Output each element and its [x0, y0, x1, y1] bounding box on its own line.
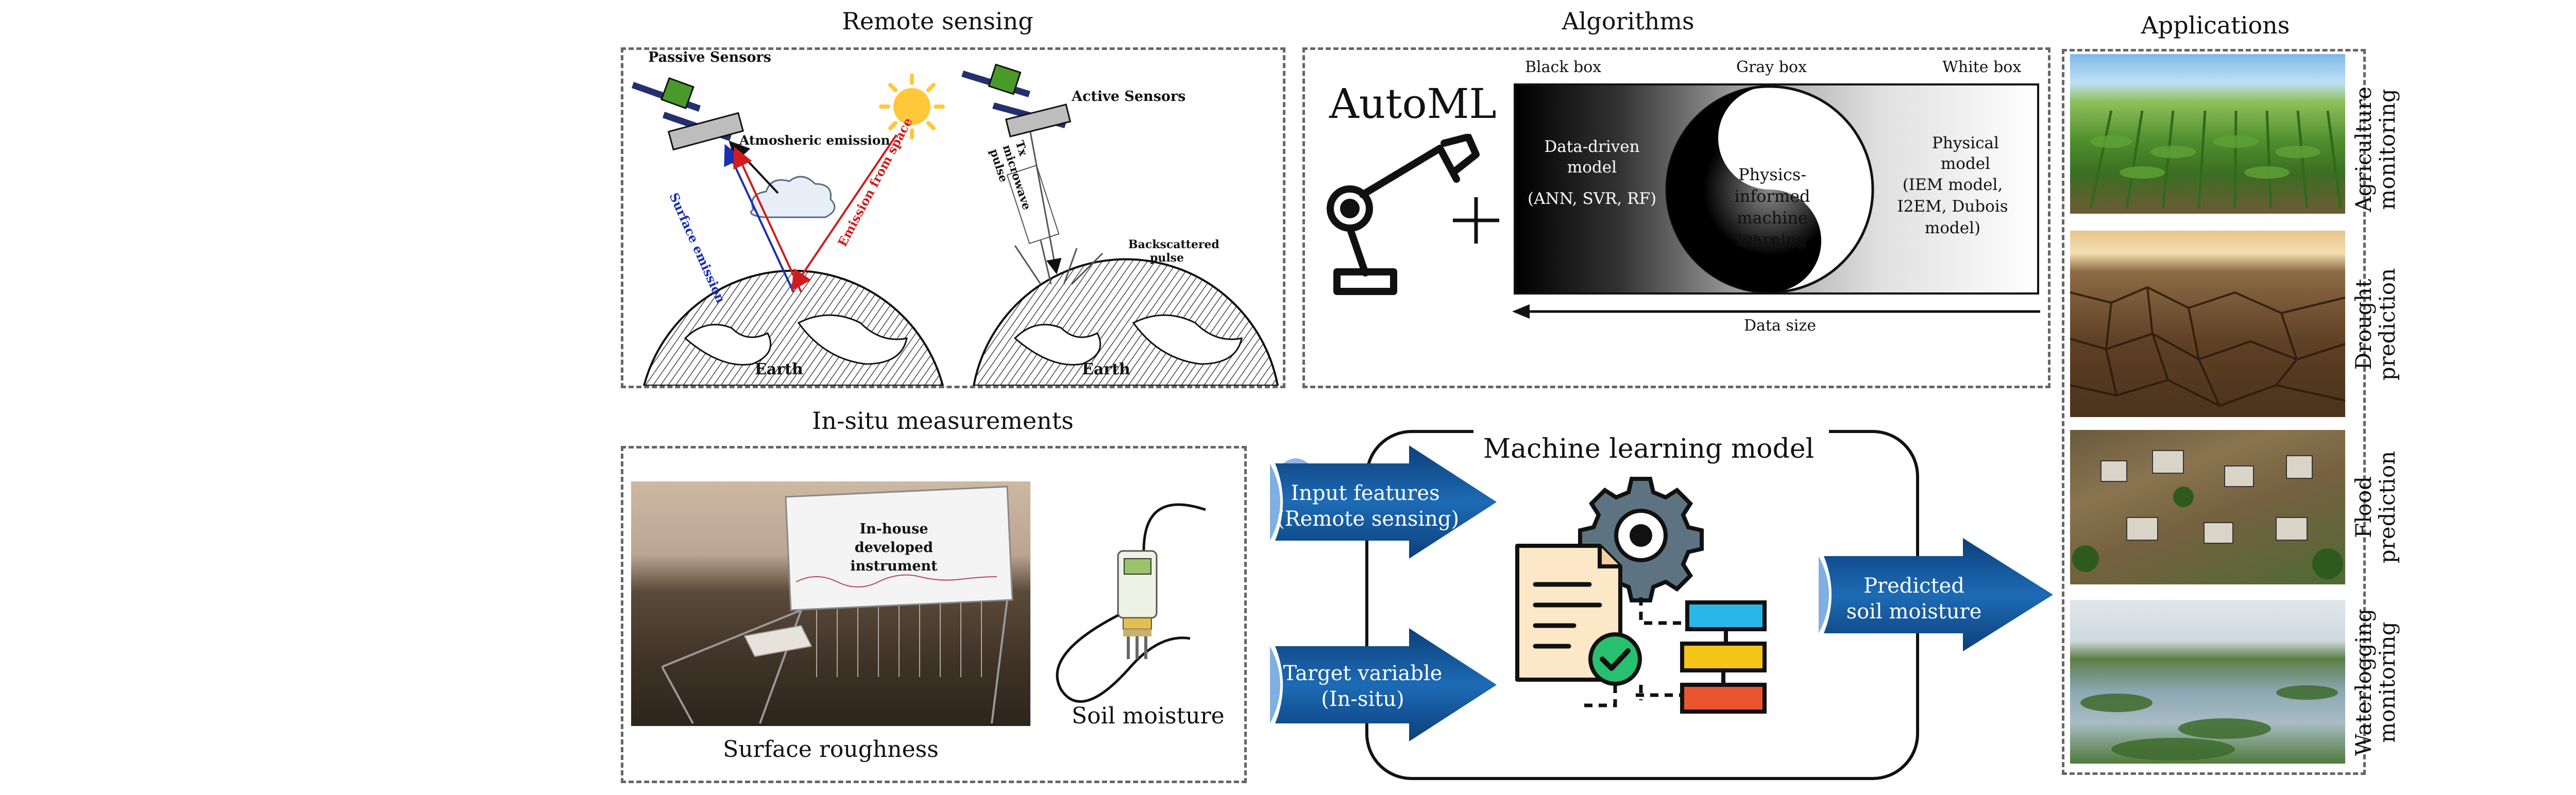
surface-roughness-label: Surface roughness	[723, 736, 939, 763]
ml-title-mask	[1473, 426, 1829, 437]
soil-moisture-probe-icon	[1056, 503, 1206, 703]
earth-right-icon	[972, 258, 1279, 386]
remote-sensing-panel	[621, 47, 1285, 388]
robot-arm-icon	[1327, 134, 1499, 295]
data-label: Data	[1747, 122, 1786, 141]
passive-satellite-icon	[632, 77, 744, 151]
data-size-arrow	[1512, 304, 2040, 319]
algorithms-panel	[1302, 47, 2050, 388]
input-features-arrow	[1270, 445, 1497, 559]
surface-emission-arrow-1	[724, 144, 794, 292]
instrument-label: In-house developed instrument	[850, 521, 938, 574]
target-variable-arrow	[1270, 628, 1497, 741]
algorithms-title: Algorithms	[1562, 7, 1694, 35]
input-features-source: (Remote sensing)	[1277, 507, 1460, 531]
tx-pulse-beam	[1006, 164, 1060, 245]
remote-sensing-illustration	[632, 63, 1279, 386]
drought-photo	[2070, 231, 2345, 417]
passive-sensors-label: Passive Sensors	[648, 49, 771, 65]
automl-label: AutoML	[1329, 80, 1497, 128]
predicted-label: Predicted	[1863, 574, 1964, 598]
process-blocks-icon	[1680, 600, 1767, 714]
backscatter-arrows	[1014, 240, 1104, 285]
insitu-title: In-situ measurements	[812, 407, 1074, 435]
earth-left-label: Earth	[755, 360, 803, 378]
remote-sensing-title: Remote sensing	[842, 7, 1033, 35]
surface-emission-arrow-2	[733, 146, 802, 292]
data-size-label: Data size	[1744, 317, 1816, 335]
active-sensors-label: Active Sensors	[1072, 89, 1186, 105]
gray-box-label: Gray box	[1736, 58, 1807, 76]
physics-label: Physics	[1741, 232, 1804, 251]
waterlogging-photo	[2070, 600, 2345, 764]
predicted-output-arrow	[1819, 538, 2053, 651]
application-label-agriculture: Agriculture monitoring	[2351, 87, 2400, 212]
applications-title: Applications	[2141, 11, 2290, 39]
target-variable-label: Target variable	[1283, 662, 1443, 685]
physical-model-label: Physical model	[1932, 134, 1999, 173]
active-satellite-icon	[961, 63, 1072, 137]
target-variable-source: (In-situ)	[1321, 687, 1404, 711]
roughness-instrument-photo	[631, 481, 1030, 726]
data-driven-label: Data-driven model	[1544, 137, 1640, 177]
insitu-panel	[621, 446, 1247, 783]
application-label-flood: Flood prediction	[2351, 451, 2400, 564]
flood-photo	[2070, 430, 2345, 584]
atmospheric-emission-label: Atmosheric emission	[739, 133, 890, 148]
soil-moisture-label: Soil moisture	[1072, 703, 1225, 729]
yin-yang-overlay	[1665, 85, 1874, 294]
instrument-frame-icon	[661, 486, 1013, 724]
flooded-houses-icon	[2072, 450, 2343, 579]
physical-model-examples: (IEM model, I2EM, Dubois model)	[1897, 176, 2008, 237]
data-driven-examples: (ANN, SVR, RF)	[1528, 189, 1657, 208]
applications-panel	[2062, 49, 2366, 775]
white-box-label: White box	[1942, 58, 2022, 76]
cracked-earth-icon	[2070, 286, 2345, 407]
ml-workflow-icon	[1515, 477, 1767, 714]
ml-title-front: Machine learning model	[1483, 434, 1815, 464]
physics-informed-label: Physics-informed machine learning	[1734, 165, 1810, 249]
input-features-label: Input features	[1291, 481, 1440, 505]
earth-right-label: Earth	[1082, 360, 1130, 378]
space-emission-arrow	[791, 134, 897, 291]
application-label-drought: Drought prediction	[2351, 268, 2400, 381]
sun-icon	[879, 74, 945, 140]
corn-rows-icon	[2089, 110, 2342, 209]
application-label-waterlogging: Waterlogging monitoring	[2351, 608, 2400, 756]
atmospheric-arrow	[728, 141, 779, 194]
backscattered-pulse-label: Backscattered pulse	[1128, 238, 1219, 265]
check-circle-icon	[1588, 632, 1642, 686]
agriculture-photo	[2070, 54, 2345, 214]
predicted-soil-moisture-label: soil moisture	[1846, 600, 1982, 624]
black-box-label: Black box	[1525, 58, 1602, 76]
earth-left-icon	[642, 269, 944, 386]
waterlogged-field-icon	[2080, 685, 2338, 761]
